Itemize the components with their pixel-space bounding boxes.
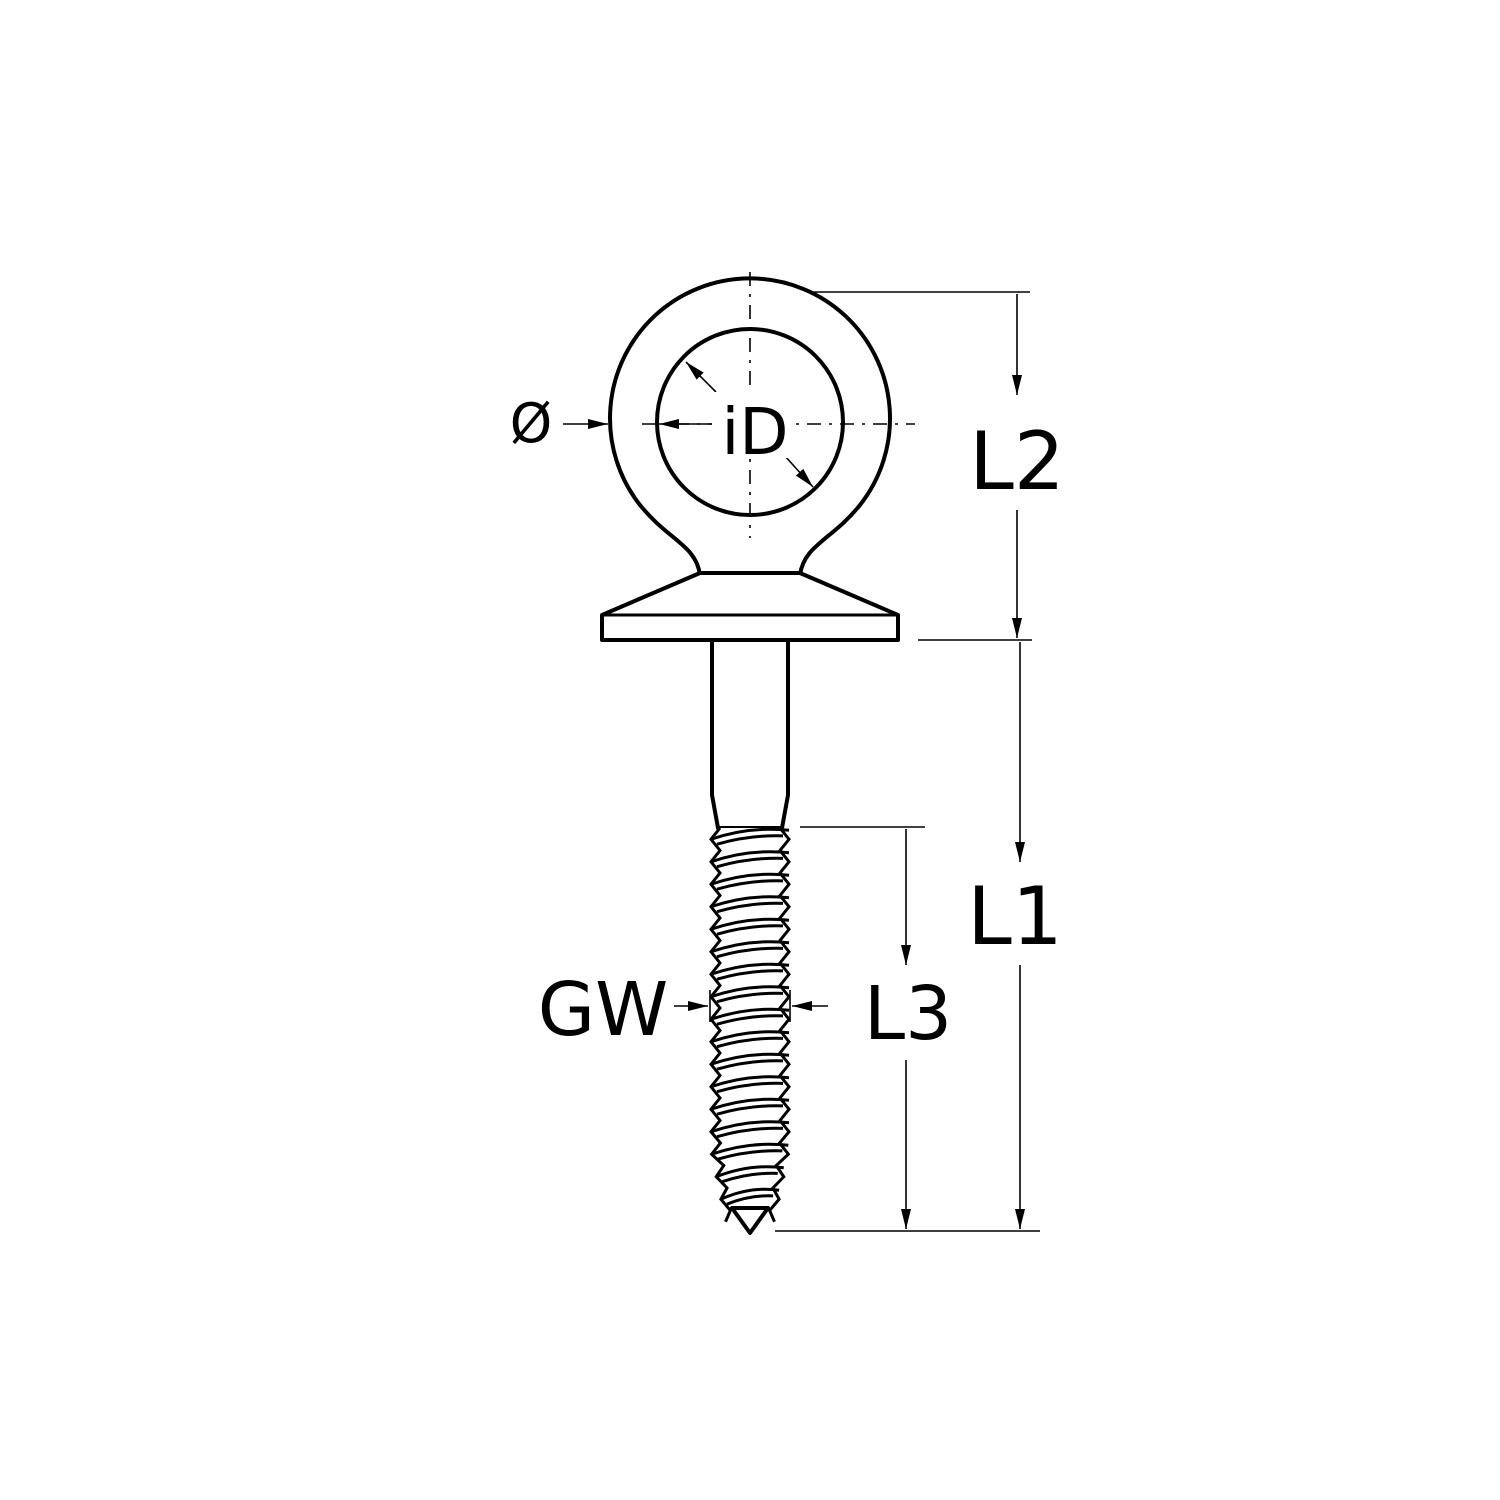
label-thread: GW [538, 967, 669, 1053]
screw-thread [709, 827, 791, 1223]
label-length-eye: L2 [969, 415, 1064, 508]
thread-root [716, 969, 784, 981]
label-inner-diameter: iD [721, 396, 788, 470]
washer-collar [600, 571, 900, 642]
thread-crest [711, 1142, 789, 1156]
thread-crest [710, 850, 790, 864]
thread-root [716, 1059, 784, 1071]
thread-profile-right [767, 827, 791, 1223]
labels: iD Ø L2 L1 L3 GW [510, 392, 1065, 1057]
dim-id-arrow-upper [685, 361, 717, 393]
thread-crest [715, 1165, 784, 1179]
thread-root [717, 1149, 783, 1161]
thread-crest [710, 1007, 790, 1021]
thread-crest [710, 895, 790, 909]
thread-crest [710, 917, 790, 931]
thread-crest [710, 1030, 790, 1044]
thread-profile-left [709, 827, 733, 1223]
dimensions [563, 291, 1040, 1232]
thread-crest [710, 962, 790, 976]
thread-crest [710, 1052, 790, 1066]
thread-crest [710, 872, 790, 886]
thread-root [716, 879, 784, 891]
thread-root [716, 901, 784, 914]
thread-root [721, 1171, 778, 1184]
screw-tip [730, 1206, 770, 1235]
thread-root [716, 1014, 784, 1026]
label-diameter: Ø [510, 392, 553, 455]
dim-id-arrow-lower [783, 454, 814, 488]
screw-shank [710, 638, 790, 830]
thread-crest [710, 940, 790, 954]
thread-crest [710, 1075, 790, 1089]
thread-root [716, 1104, 784, 1116]
thread-crest [720, 1187, 780, 1201]
thread-crest [710, 1120, 790, 1134]
thread-root [716, 1126, 784, 1139]
thread-root [716, 991, 784, 1004]
thread-root [726, 1194, 774, 1206]
thread-root [716, 1081, 784, 1094]
thread-crest [710, 1097, 790, 1111]
thread-crest [710, 827, 790, 841]
thread-root [716, 856, 784, 869]
label-length-thread: L3 [864, 971, 952, 1057]
thread-root [716, 946, 784, 959]
thread-root [716, 834, 784, 846]
label-length-total: L1 [967, 870, 1062, 963]
thread-crest [710, 985, 790, 999]
thread-root [716, 1036, 784, 1049]
thread-root [716, 924, 784, 936]
